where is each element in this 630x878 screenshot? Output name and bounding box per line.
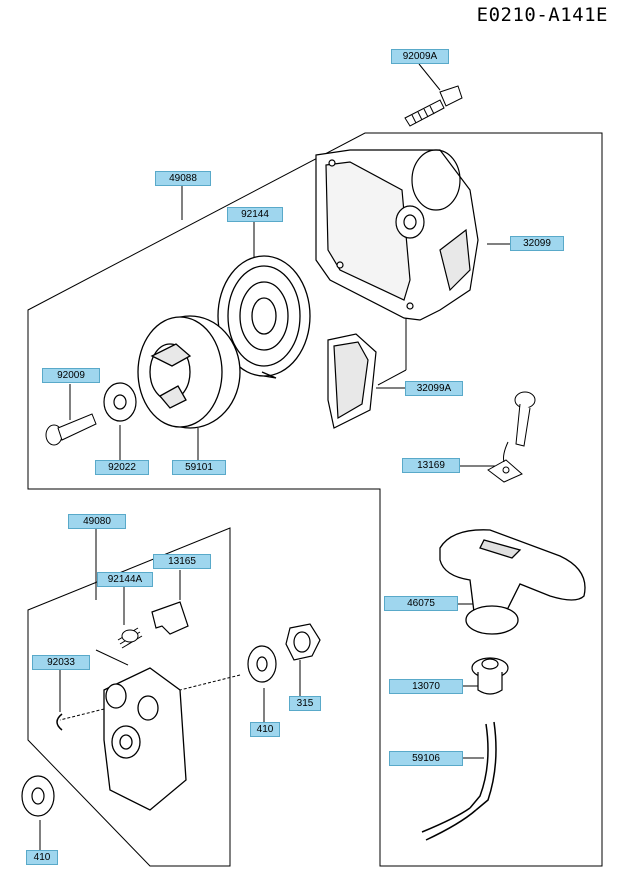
recoil-starter-group-outline: [27, 132, 603, 867]
part-label-92144[interactable]: 92144: [227, 207, 283, 222]
bolt-92009: [45, 413, 97, 446]
washer-410-lower: [21, 775, 55, 817]
part-label-92144a[interactable]: 92144A: [97, 572, 153, 587]
part-label-410-lower[interactable]: 410: [26, 850, 58, 865]
part-label-92009a[interactable]: 92009A: [391, 49, 449, 64]
part-label-59101[interactable]: 59101: [172, 460, 226, 475]
part-label-59106[interactable]: 59106: [389, 751, 463, 766]
nut-315: [285, 623, 321, 661]
grommet-13070: [471, 657, 509, 695]
part-label-92022[interactable]: 92022: [95, 460, 149, 475]
pawl-13165: [151, 601, 189, 635]
part-label-32099a[interactable]: 32099A: [405, 381, 463, 396]
part-label-32099[interactable]: 32099: [510, 236, 564, 251]
part-label-92009[interactable]: 92009: [42, 368, 100, 383]
rope-59106: [421, 721, 497, 841]
rope-end-fitting: [514, 391, 536, 447]
part-label-92033[interactable]: 92033: [32, 655, 90, 670]
part-label-13165[interactable]: 13165: [153, 554, 211, 569]
spring-92144a: [117, 627, 143, 649]
part-label-315[interactable]: 315: [289, 696, 321, 711]
clip-13169: [487, 459, 523, 483]
part-label-13169[interactable]: 13169: [402, 458, 460, 473]
reference-code: E0210-A141E: [476, 4, 608, 26]
rope-segment-upper: [503, 441, 509, 463]
starter-housing-32099: [315, 149, 479, 321]
circlip-92033: [56, 713, 63, 731]
spiral-spring-92144: [217, 255, 311, 379]
rope-guide-32099a: [327, 333, 377, 429]
part-label-13070[interactable]: 13070: [389, 679, 463, 694]
washer-92022: [103, 382, 137, 422]
washer-410-upper: [247, 645, 277, 683]
part-label-46075[interactable]: 46075: [384, 596, 458, 611]
part-label-49088[interactable]: 49088: [155, 171, 211, 186]
handle-46075: [439, 529, 586, 635]
part-label-410-upper[interactable]: 410: [250, 722, 280, 737]
pawl-assembly-group-outline: [27, 527, 231, 867]
pawl-carrier-body: [103, 667, 187, 811]
part-label-49080[interactable]: 49080: [68, 514, 126, 529]
reel-59101: [137, 315, 241, 429]
bolt-92009a: [404, 85, 463, 127]
